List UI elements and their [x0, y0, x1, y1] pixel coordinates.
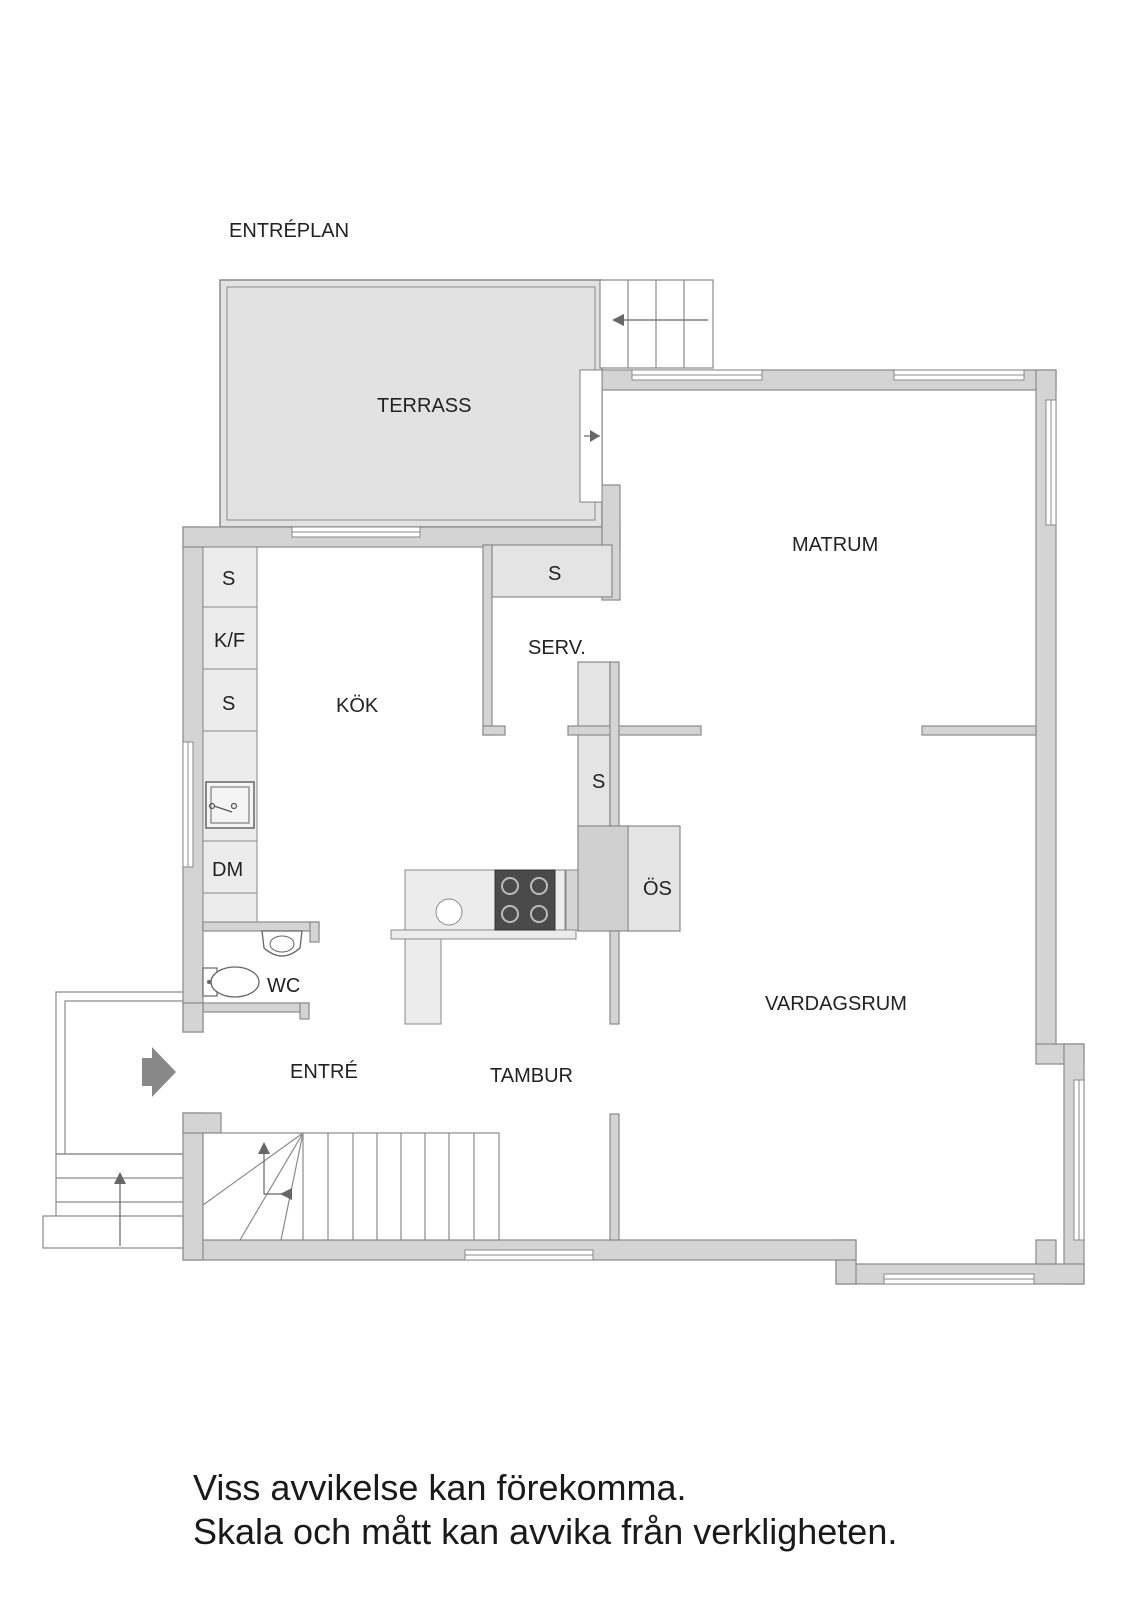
- entrance-steps: [42, 991, 184, 1249]
- label-hall-storage: S: [592, 771, 605, 793]
- stove-icon: [494, 869, 556, 931]
- label-open-fireplace: ÖS: [643, 878, 672, 900]
- label-entrance: ENTRÉ: [290, 1060, 358, 1083]
- label-dining: MATRUM: [792, 534, 878, 556]
- label-kitchen: KÖK: [336, 695, 379, 717]
- label-toilet: WC: [267, 975, 300, 997]
- room-labels: TERRASS MATRUM KÖK SERV. VARDAGSRUM ENTR…: [212, 395, 907, 1087]
- label-vestibule: TAMBUR: [490, 1065, 573, 1087]
- label-dishwasher: DM: [212, 859, 243, 881]
- disclaimer-line-2: Skala och mått kan avvika från verklighe…: [193, 1511, 898, 1552]
- disclaimer: Viss avvikelse kan förekomma. Skala och …: [193, 1466, 897, 1554]
- terrace-door: [579, 369, 603, 503]
- windows: [182, 369, 1085, 1285]
- terrace: [219, 279, 603, 528]
- washbasin-icon: [261, 930, 303, 957]
- floor-title: ENTRÉPLAN: [229, 219, 349, 242]
- bin-icon: [435, 898, 463, 926]
- terrace-stairs: [599, 279, 714, 369]
- label-wardrobe-top: S: [222, 568, 235, 590]
- label-fridge-freezer: K/F: [214, 630, 245, 652]
- entrance-arrow-icon: [142, 1047, 176, 1097]
- disclaimer-line-1: Viss avvikelse kan förekomma.: [193, 1467, 687, 1508]
- label-service-storage: S: [548, 563, 561, 585]
- label-wardrobe-mid: S: [222, 693, 235, 715]
- label-living: VARDAGSRUM: [765, 993, 907, 1015]
- label-terrace: TERRASS: [377, 395, 471, 417]
- internal-stairs: [202, 1132, 500, 1241]
- sink-icon: [205, 781, 255, 829]
- label-service: SERV.: [528, 637, 586, 659]
- toilet-icon: [202, 966, 260, 998]
